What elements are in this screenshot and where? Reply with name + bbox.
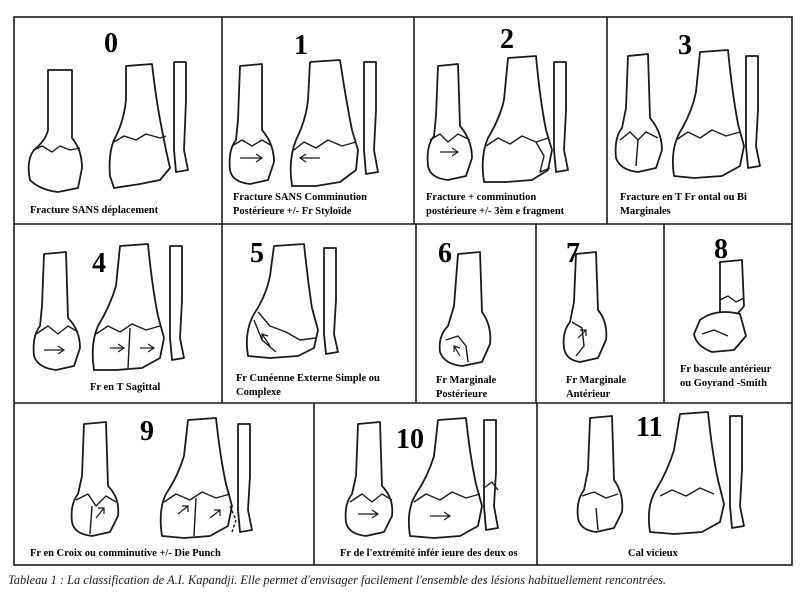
figure-caption: Tableau 1 : La classification de A.I. Ka… xyxy=(8,573,666,587)
panel-7: 7 Fr Marginale Antérieur xyxy=(562,238,629,400)
panel-label: Cal vicieux xyxy=(628,548,679,559)
panel-number: 1 xyxy=(294,30,308,61)
panel-number: 5 xyxy=(250,238,264,269)
panel-label: Fr Marginale Postérieure xyxy=(436,375,499,400)
panel-label: Fracture SANS Comminution Postérieure +/… xyxy=(233,192,370,217)
bone-drawing xyxy=(426,55,569,183)
panel-number: 3 xyxy=(678,30,692,61)
panel-label: Fr Cunéenne Externe Simple ou Complexe xyxy=(236,373,383,398)
panel-number: 6 xyxy=(438,238,452,269)
panel-label: Fr bascule antérieur ou Goyrand -Smith xyxy=(680,364,774,389)
panel-label: Fr en T Sagittal xyxy=(90,382,160,393)
panel-number: 10 xyxy=(396,424,424,455)
panel-number: 0 xyxy=(104,28,118,59)
panel-label: Fr de l'extrémité infér ieure des deux o… xyxy=(340,548,518,559)
panel-4: 4 Fr en T Sagittal xyxy=(32,243,185,393)
panel-10: 10 Fr de l'extrémité infér ieure des deu… xyxy=(340,417,518,559)
panel-6: 6 Fr Marginale Postérieure xyxy=(436,238,499,400)
bone-drawing xyxy=(27,61,189,193)
bone-drawing xyxy=(438,251,492,367)
bone-drawing xyxy=(562,251,608,363)
panel-label: Fracture en T Fr ontal ou Bi Marginales xyxy=(620,192,750,217)
bone-drawing xyxy=(576,411,745,535)
panel-0: 0 Fracture SANS déplacement xyxy=(27,28,189,216)
panel-label: Fracture + comminution postérieure +/- 3… xyxy=(426,192,565,217)
panel-number: 2 xyxy=(500,24,514,55)
panel-label: Fr en Croix ou comminutive +/- Die Punch xyxy=(30,548,221,559)
bone-drawing xyxy=(693,259,747,353)
bone-drawing xyxy=(32,243,185,371)
panel-number: 4 xyxy=(92,248,106,279)
bone-drawing xyxy=(228,59,379,187)
panel-1: 1 Fracture SANS Comminution Postérieure … xyxy=(228,30,379,217)
bone-drawing xyxy=(614,49,761,179)
panel-label: Fracture SANS déplacement xyxy=(30,205,159,216)
panel-8: 8 Fr bascule antérieur ou Goyrand -Smith xyxy=(680,234,774,389)
panel-label: Fr Marginale Antérieur xyxy=(566,375,629,400)
bone-drawing xyxy=(245,243,339,359)
bone-drawing xyxy=(344,417,499,539)
table-grid xyxy=(13,16,793,566)
panel-number: 9 xyxy=(140,416,154,447)
panel-9: 9 Fr en Croix ou comminutive +/- Die Pun… xyxy=(30,416,253,559)
panel-11: 11 Cal vicieux xyxy=(576,411,745,559)
panel-number: 11 xyxy=(636,412,662,443)
panel-3: 3 Fracture en T Fr ontal ou Bi Marginale… xyxy=(614,30,761,217)
panel-number: 8 xyxy=(714,234,728,265)
panel-5: 5 Fr Cunéenne Externe Simple ou Complexe xyxy=(236,238,383,398)
panel-2: 2 Fracture + comminution postérieure +/-… xyxy=(426,24,569,217)
bone-drawing xyxy=(70,417,253,539)
